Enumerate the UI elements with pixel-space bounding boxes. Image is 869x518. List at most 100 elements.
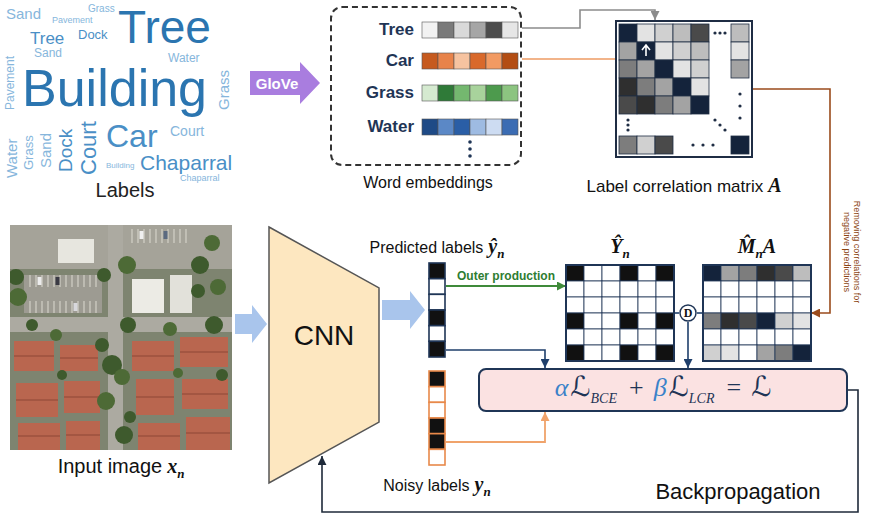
- decor-shape: [38, 277, 42, 285]
- text-group: D: [679, 304, 697, 322]
- decor-shape: [566, 313, 584, 329]
- decor-shape: [775, 345, 793, 361]
- decor-shape: [739, 297, 757, 313]
- decor-shape: [620, 345, 638, 361]
- decor-shape: [429, 371, 445, 387]
- decor-shape: [739, 313, 757, 329]
- text-group: GloVe: [250, 62, 304, 104]
- decor-shape: [191, 284, 205, 298]
- node-text: n: [756, 246, 763, 261]
- decor-shape: [703, 281, 721, 297]
- decor-shape: [429, 310, 445, 326]
- decor-shape: [422, 53, 518, 69]
- word-cloud-word: Grass: [216, 70, 231, 110]
- decor-shape: [26, 319, 38, 331]
- decor-shape: [775, 297, 793, 313]
- decor-shape: [468, 140, 472, 144]
- embedding-box: TreeCarGrassWaterWord embeddings: [330, 6, 522, 166]
- text-group: Predicted labelsŷn: [356, 235, 518, 258]
- decor-shape: [738, 104, 741, 107]
- decor-shape: [655, 42, 673, 60]
- word-cloud-word: Sand: [38, 133, 53, 168]
- decor-shape: [656, 313, 674, 329]
- decor-shape: [602, 297, 620, 313]
- correlation-matrix-shape: [615, 20, 753, 158]
- node-text: ℒ: [751, 370, 771, 403]
- word-cloud-word: Dock: [78, 28, 108, 41]
- decor-shape: [429, 263, 445, 279]
- decor-shape: [566, 265, 674, 361]
- connector-label: Removing correlations for negative predi…: [842, 184, 862, 320]
- decor-shape: [502, 85, 518, 101]
- decor-shape: [164, 231, 168, 239]
- node-text: M̂: [738, 235, 756, 257]
- node-text: LCR: [689, 391, 715, 406]
- node-text: Word embeddings: [363, 174, 493, 191]
- decor-shape: [132, 279, 164, 313]
- word-cloud-word: Car: [106, 120, 158, 152]
- decor-shape: [656, 345, 674, 361]
- node-text: α: [555, 373, 569, 402]
- decor-shape: [723, 128, 726, 131]
- decor-shape: [486, 119, 502, 135]
- decor-shape: [711, 143, 714, 146]
- decor-shape: [191, 256, 209, 274]
- decor-shape: [454, 85, 470, 101]
- aerial-photo: [10, 225, 232, 450]
- decor-shape: [566, 329, 584, 345]
- node-text: Noisy labels: [383, 477, 469, 494]
- decor-shape: [655, 136, 673, 154]
- node-text: Label correlation matrix: [586, 177, 763, 196]
- decor-shape: [429, 387, 445, 403]
- decor-shape: [703, 265, 811, 361]
- decor-shape: [757, 329, 775, 345]
- decor-shape: [602, 345, 620, 361]
- word-cloud-word: Chaparral: [140, 152, 232, 173]
- decor-shape: [584, 265, 602, 281]
- word-cloud-word: Pavement: [4, 56, 16, 110]
- outer-product-arrow: [446, 285, 566, 287]
- image-to-cnn-arrow: [235, 305, 267, 343]
- decor-shape: [637, 60, 655, 78]
- decor-shape: [626, 128, 629, 131]
- node-text: n: [483, 484, 490, 499]
- figure-caption: Labels: [60, 180, 190, 200]
- decor-shape: [120, 317, 136, 333]
- word-cloud-word: Chaparral: [180, 174, 220, 183]
- decor-shape: [620, 265, 638, 281]
- decor-shape: [718, 31, 721, 34]
- decor-shape: [731, 60, 749, 78]
- node-text: β: [654, 373, 667, 402]
- decor-shape: [638, 329, 656, 345]
- cnn-block: CNN: [268, 226, 380, 484]
- decor-shape: [691, 78, 709, 96]
- decor-shape: [210, 279, 226, 295]
- decor-shape: [470, 119, 486, 135]
- decor-shape: [566, 265, 584, 281]
- decor-shape: [656, 281, 674, 297]
- decor-shape: [721, 345, 739, 361]
- masked-correlation-matrix: M̂nA: [703, 265, 811, 361]
- cnn-to-prediction-arrow: [382, 291, 425, 329]
- decor-shape: [721, 329, 739, 345]
- decor-shape: [118, 256, 136, 274]
- decor-shape: [620, 329, 638, 345]
- decor-shape: [703, 265, 811, 361]
- input-image: Input imagexn: [10, 225, 232, 450]
- decor-shape: [638, 281, 656, 297]
- decor-shape: [637, 24, 655, 42]
- decor-shape: [269, 227, 379, 483]
- decor-shape: [619, 60, 637, 78]
- decor-shape: [673, 60, 691, 78]
- decor-shape: [620, 281, 638, 297]
- decor-shape: [566, 345, 584, 361]
- decor-shape: [566, 281, 584, 297]
- decor-shape: [95, 338, 109, 352]
- node-text: Tree: [379, 20, 414, 39]
- operator-to-loss-arrow: [687, 322, 689, 368]
- decor-shape: [691, 143, 694, 146]
- decor-shape: [691, 24, 709, 42]
- decor-shape: [637, 78, 655, 96]
- decor-shape: [703, 329, 721, 345]
